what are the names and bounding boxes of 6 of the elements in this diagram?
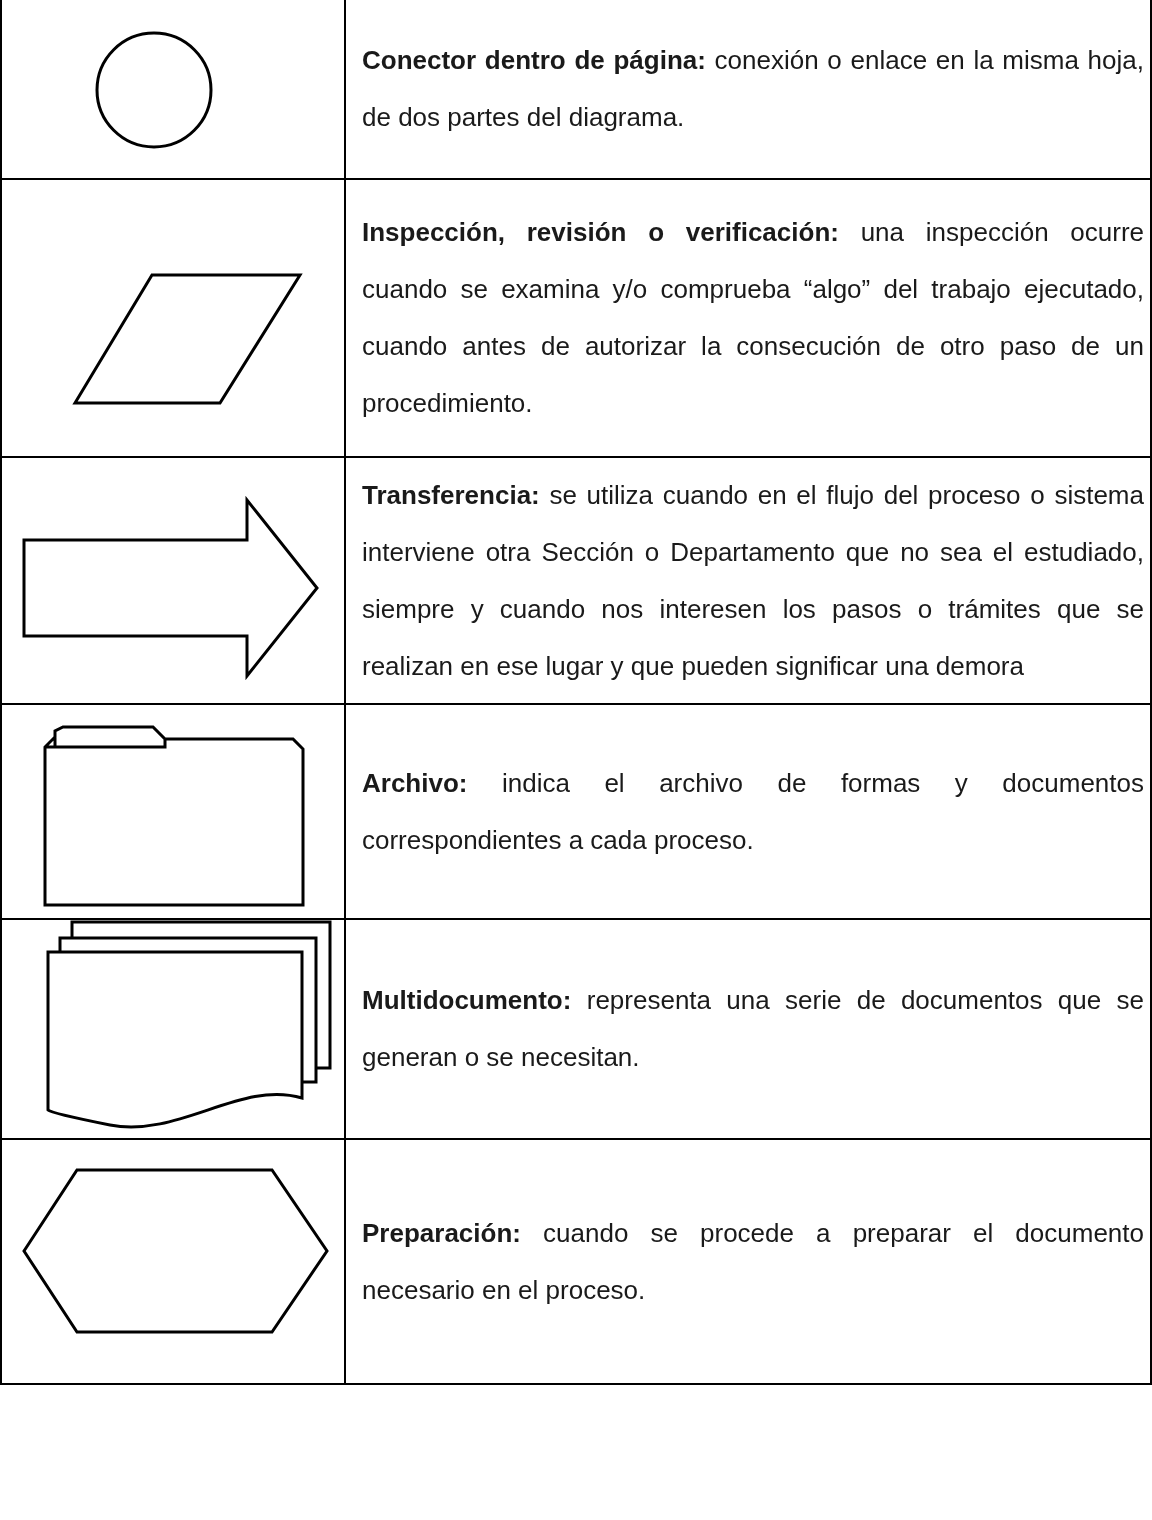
description-text: Inspección, revisión o verificación: una inspección ocurre cuando se examina y/o comprueba “algo” del trabajo ejecutado, cuando antes de autorizar la consecución de otro paso de un procedimiento. (362, 216, 1144, 420)
description-text: Archivo: indica el archivo de formas y documentos correspondientes a cada proceso. (362, 766, 1144, 857)
description-text: Preparación: cuando se procede a preparar el documento necesario en el proceso. (362, 1216, 1144, 1307)
description-text: Conector dentro de página: conexión o enlace en la misma hoja, de dos partes del diagrama. (362, 44, 1144, 134)
description-text: Transferencia: se utiliza cuando en el flujo del proceso o sistema interviene otra Sección o Departamento que no sea el estudiado, siempre y cuando nos interesen los pasos o trámites que se realizan en ese lugar y que pueden significar una demora (362, 478, 1144, 683)
description-text: Multidocumento: representa una serie de documentos que se generan o se necesitan. (362, 984, 1144, 1074)
